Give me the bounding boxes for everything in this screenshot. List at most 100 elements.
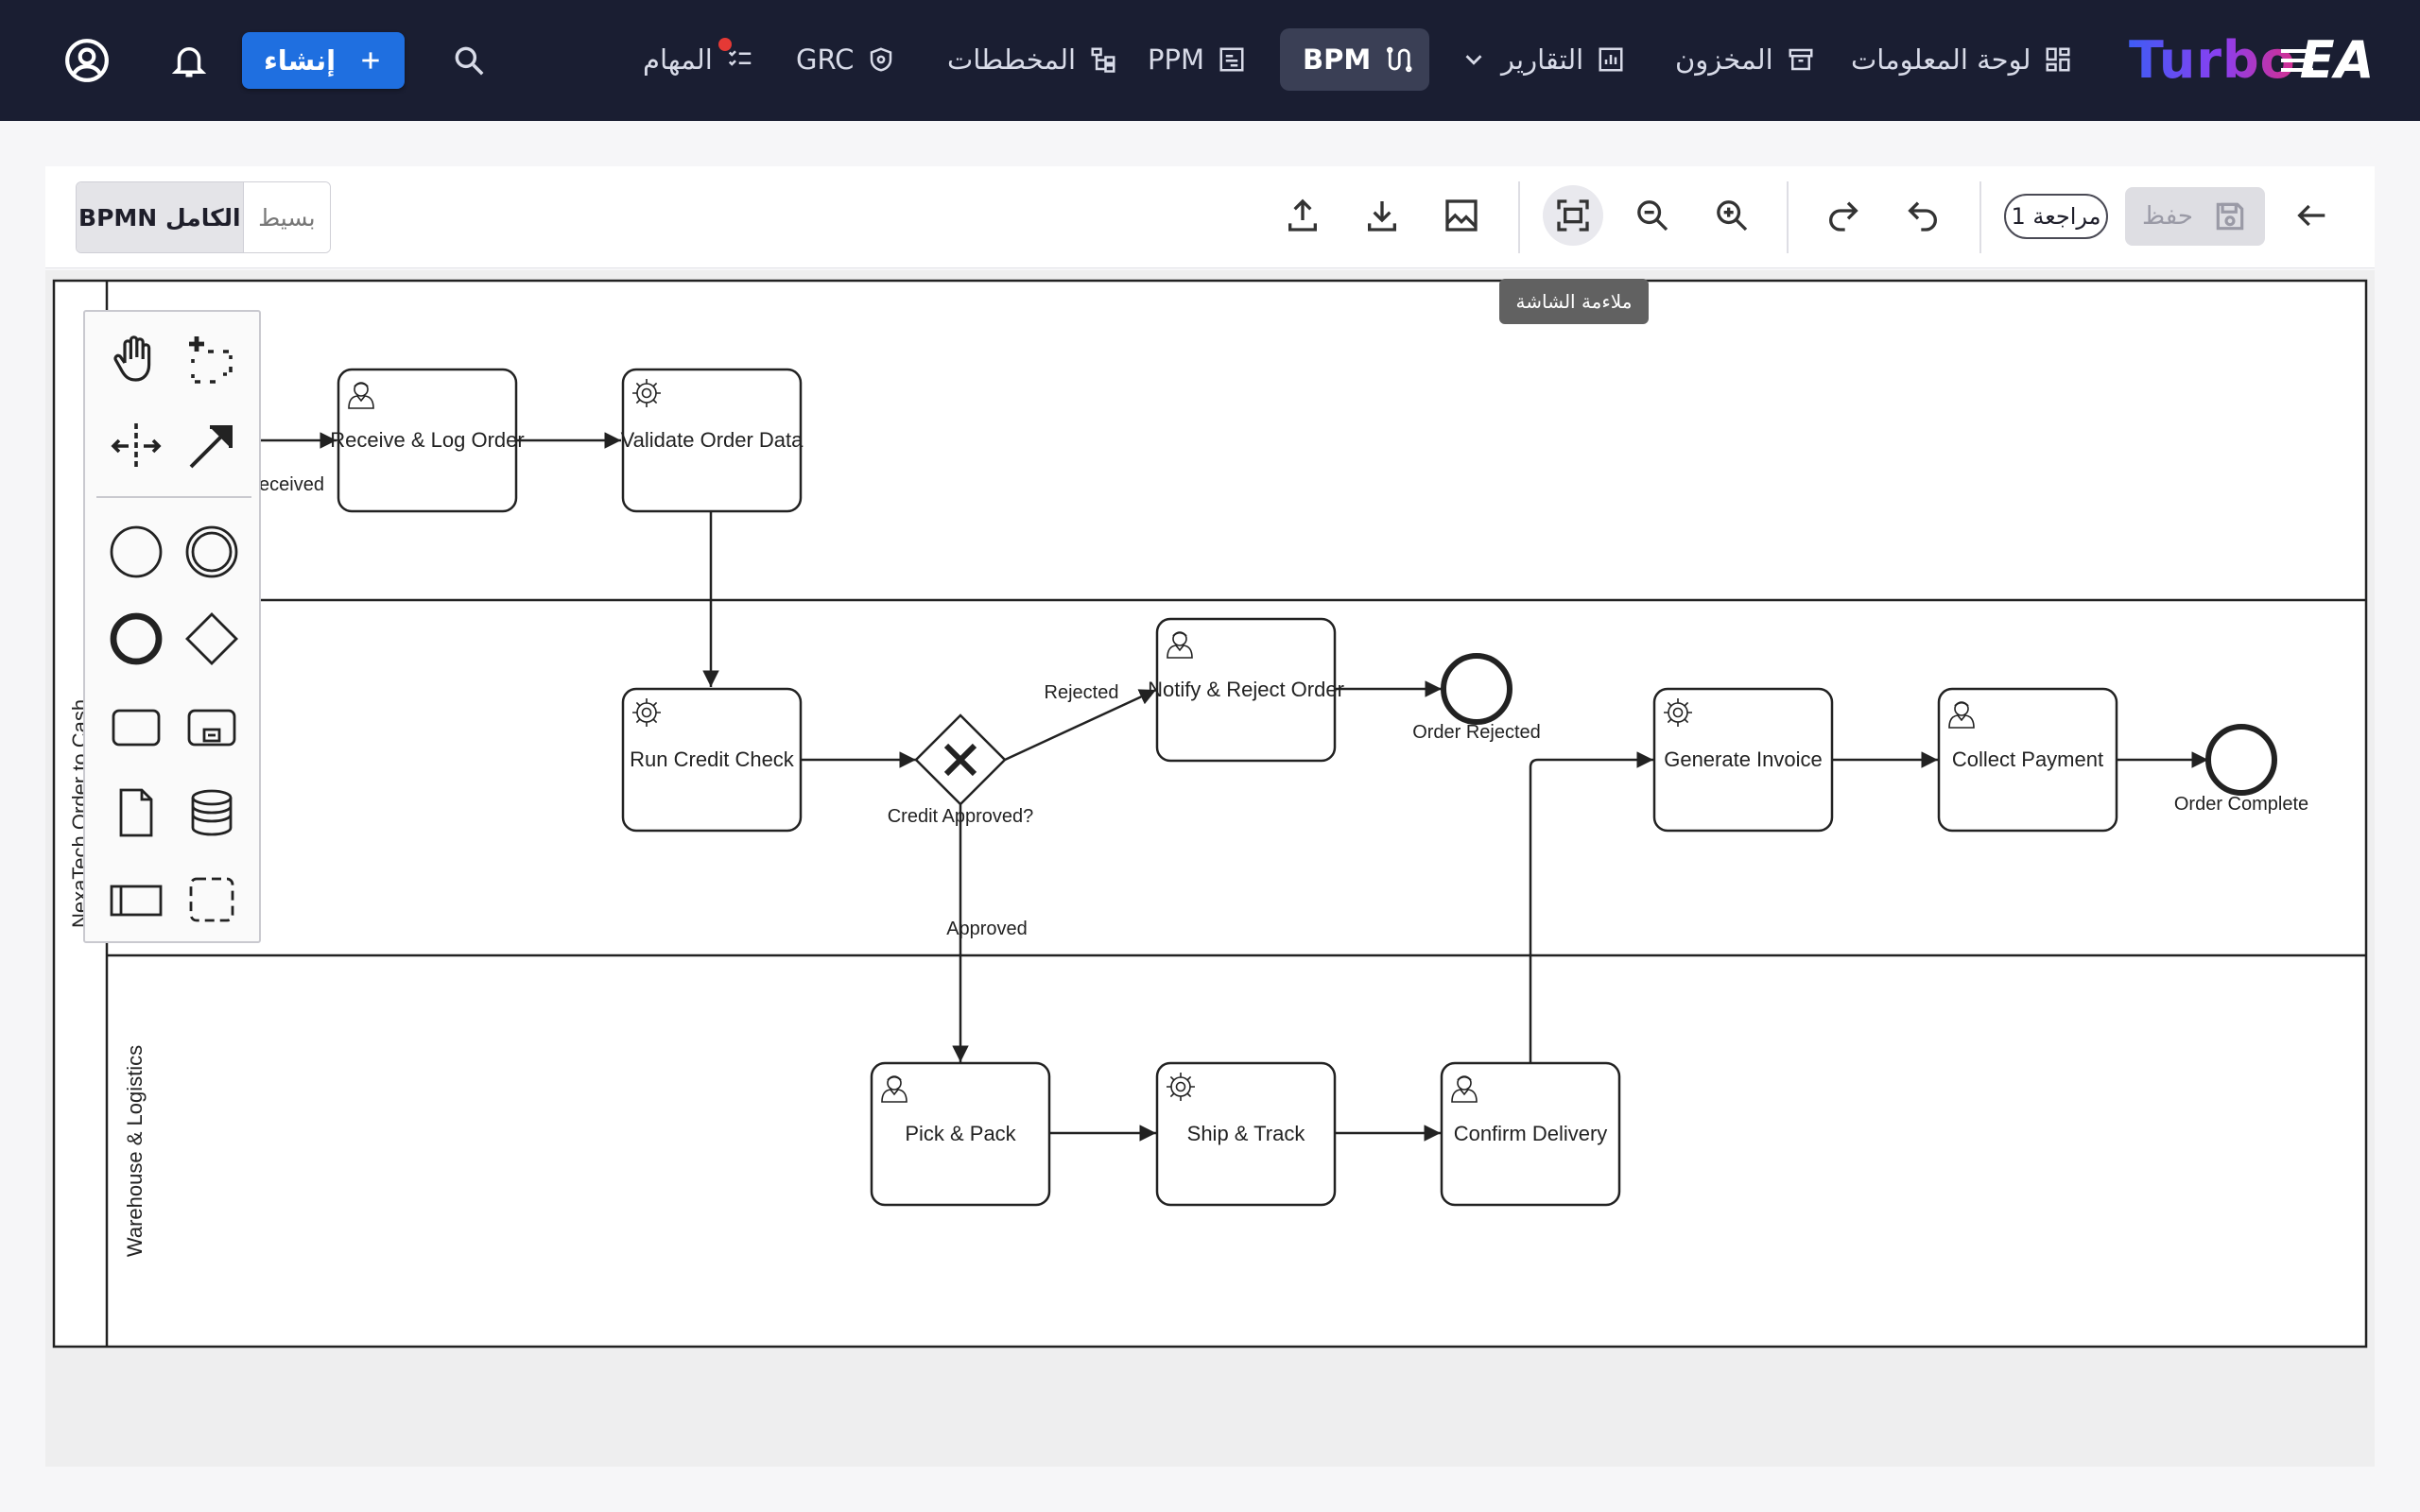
fit-screen-icon — [1554, 197, 1592, 234]
bpmn-canvas[interactable]: NexaTech Order to Cash Warehouse & Logis… — [45, 270, 2375, 1467]
palette-task[interactable] — [102, 692, 170, 760]
svg-text:Collect Payment: Collect Payment — [1952, 747, 2103, 771]
nav-grc-label: GRC — [796, 43, 855, 76]
flow-label-approved: Approved — [946, 919, 1028, 939]
revision-chip[interactable]: مراجعة 1 — [2004, 194, 2108, 239]
search-button[interactable] — [446, 38, 492, 83]
palette-subprocess[interactable] — [178, 692, 246, 760]
palette-data-store[interactable] — [178, 779, 246, 847]
nav-bpm[interactable]: BPM — [1280, 28, 1429, 91]
end-event-order-complete[interactable]: Order Complete — [2174, 724, 2308, 815]
palette-hand-tool[interactable] — [102, 325, 170, 393]
group-dashed-icon — [182, 869, 242, 930]
arrow-connect-icon — [182, 416, 242, 476]
redo-icon — [1824, 197, 1862, 234]
palette-data-object[interactable] — [102, 779, 170, 847]
palette-end-event[interactable] — [102, 605, 170, 673]
nav-grc[interactable]: GRC — [796, 28, 895, 91]
nav-dashboard[interactable]: لوحة المعلومات — [1851, 28, 2072, 91]
palette-intermediate-event[interactable] — [178, 518, 246, 586]
save-button[interactable]: حفظ — [2125, 187, 2265, 246]
svg-text:Run Credit Check: Run Credit Check — [630, 747, 795, 771]
archive-box-icon — [1787, 45, 1815, 74]
task-validate-order-data[interactable]: Validate Order Data — [621, 368, 804, 513]
zoom-out-button[interactable] — [1622, 185, 1683, 246]
sequence-flows — [255, 432, 2208, 1142]
space-tool-icon — [106, 416, 166, 476]
mode-full-bpmn[interactable]: BPMN الكامل — [77, 182, 244, 252]
start-event-icon — [106, 522, 166, 582]
notifications-button[interactable] — [164, 36, 214, 85]
flow-rejected[interactable] — [1004, 688, 1157, 762]
svg-text:Order Rejected: Order Rejected — [1412, 722, 1541, 743]
nav-inventory[interactable]: المخزون — [1675, 28, 1815, 91]
lane-label-warehouse[interactable]: Warehouse & Logistics — [123, 1045, 147, 1257]
flow-label-rejected: Rejected — [1045, 682, 1119, 703]
nav-ppm[interactable]: PPM — [1148, 28, 1246, 91]
zoom-out-icon — [1634, 197, 1671, 234]
svg-text:Ship & Track: Ship & Track — [1187, 1122, 1306, 1145]
image-icon — [1443, 197, 1480, 234]
dashboard-grid-icon — [2044, 45, 2072, 74]
logo-ea-text: EA — [2280, 29, 2375, 90]
back-button[interactable] — [2282, 185, 2342, 246]
zoom-in-button[interactable] — [1702, 185, 1762, 246]
svg-text:Confirm Delivery: Confirm Delivery — [1454, 1122, 1608, 1145]
nav-diagrams-label: المخططات — [947, 43, 1077, 76]
bell-icon — [169, 41, 209, 80]
svg-text:Validate Order Data: Validate Order Data — [621, 428, 804, 452]
nav-diagrams[interactable]: المخططات — [947, 28, 1117, 91]
redo-button[interactable] — [1813, 185, 1874, 246]
process-route-icon — [1384, 45, 1412, 74]
palette-group[interactable] — [178, 866, 246, 934]
exclusive-x-icon — [943, 743, 977, 777]
palette-space-tool[interactable] — [102, 412, 170, 480]
nav-bpm-label: BPM — [1303, 43, 1372, 76]
palette-connect-tool[interactable] — [178, 412, 246, 480]
task-ship-track[interactable]: Ship & Track — [1155, 1061, 1337, 1207]
intermediate-event-icon — [182, 522, 242, 582]
nav-inventory-label: المخزون — [1675, 43, 1773, 76]
palette-start-event[interactable] — [102, 518, 170, 586]
task-receive-log-order[interactable]: Receive & Log Order — [330, 368, 525, 513]
mode-simple[interactable]: بسيط — [243, 182, 330, 252]
nav-tasks-label: المهام — [643, 43, 713, 76]
shield-icon — [867, 45, 895, 74]
nav-reports[interactable]: التقارير — [1460, 28, 1625, 91]
nav-dashboard-label: لوحة المعلومات — [1851, 43, 2031, 76]
save-button-label: حفظ — [2142, 202, 2193, 231]
account-button[interactable] — [60, 34, 113, 87]
editor-toolbar — [45, 166, 2375, 268]
palette-pool[interactable] — [102, 866, 170, 934]
nav-ppm-label: PPM — [1148, 43, 1204, 76]
export-image-button[interactable] — [1431, 185, 1492, 246]
gateway-credit-approved[interactable]: Credit Approved? — [888, 713, 1034, 827]
gateway-label: Credit Approved? — [888, 806, 1034, 827]
subprocess-icon — [182, 696, 242, 756]
undo-icon — [1904, 197, 1942, 234]
svg-text:Generate Invoice: Generate Invoice — [1664, 747, 1823, 771]
task-run-credit-check[interactable]: Run Credit Check — [621, 687, 803, 833]
flow-confirm-to-invoice[interactable] — [1529, 751, 1653, 1062]
task-confirm-delivery[interactable]: Confirm Delivery — [1440, 1061, 1621, 1207]
end-event-order-rejected[interactable]: Order Rejected — [1412, 653, 1541, 743]
download-button[interactable] — [1352, 185, 1412, 246]
upload-button[interactable] — [1272, 185, 1333, 246]
lasso-select-icon — [182, 329, 242, 389]
task-collect-payment[interactable]: Collect Payment — [1937, 687, 2118, 833]
palette-gateway[interactable] — [178, 605, 246, 673]
chevron-down-icon — [1460, 45, 1488, 74]
bpmn-diagram: NexaTech Order to Cash Warehouse & Logis… — [52, 279, 2368, 1349]
task-generate-invoice[interactable]: Generate Invoice — [1652, 687, 1834, 833]
palette-lasso-tool[interactable] — [178, 325, 246, 393]
create-button[interactable]: إنشاء — [242, 32, 405, 89]
logo-turbo-text: Turbo — [2129, 29, 2296, 90]
nav-tasks[interactable]: المهام — [643, 28, 754, 91]
fit-screen-button[interactable] — [1543, 185, 1603, 246]
task-pick-pack[interactable]: Pick & Pack — [870, 1061, 1051, 1207]
upload-icon — [1284, 197, 1322, 234]
zoom-in-icon — [1713, 197, 1751, 234]
undo-button[interactable] — [1893, 185, 1953, 246]
task-notify-reject-order[interactable]: Notify & Reject Order — [1148, 617, 1344, 763]
